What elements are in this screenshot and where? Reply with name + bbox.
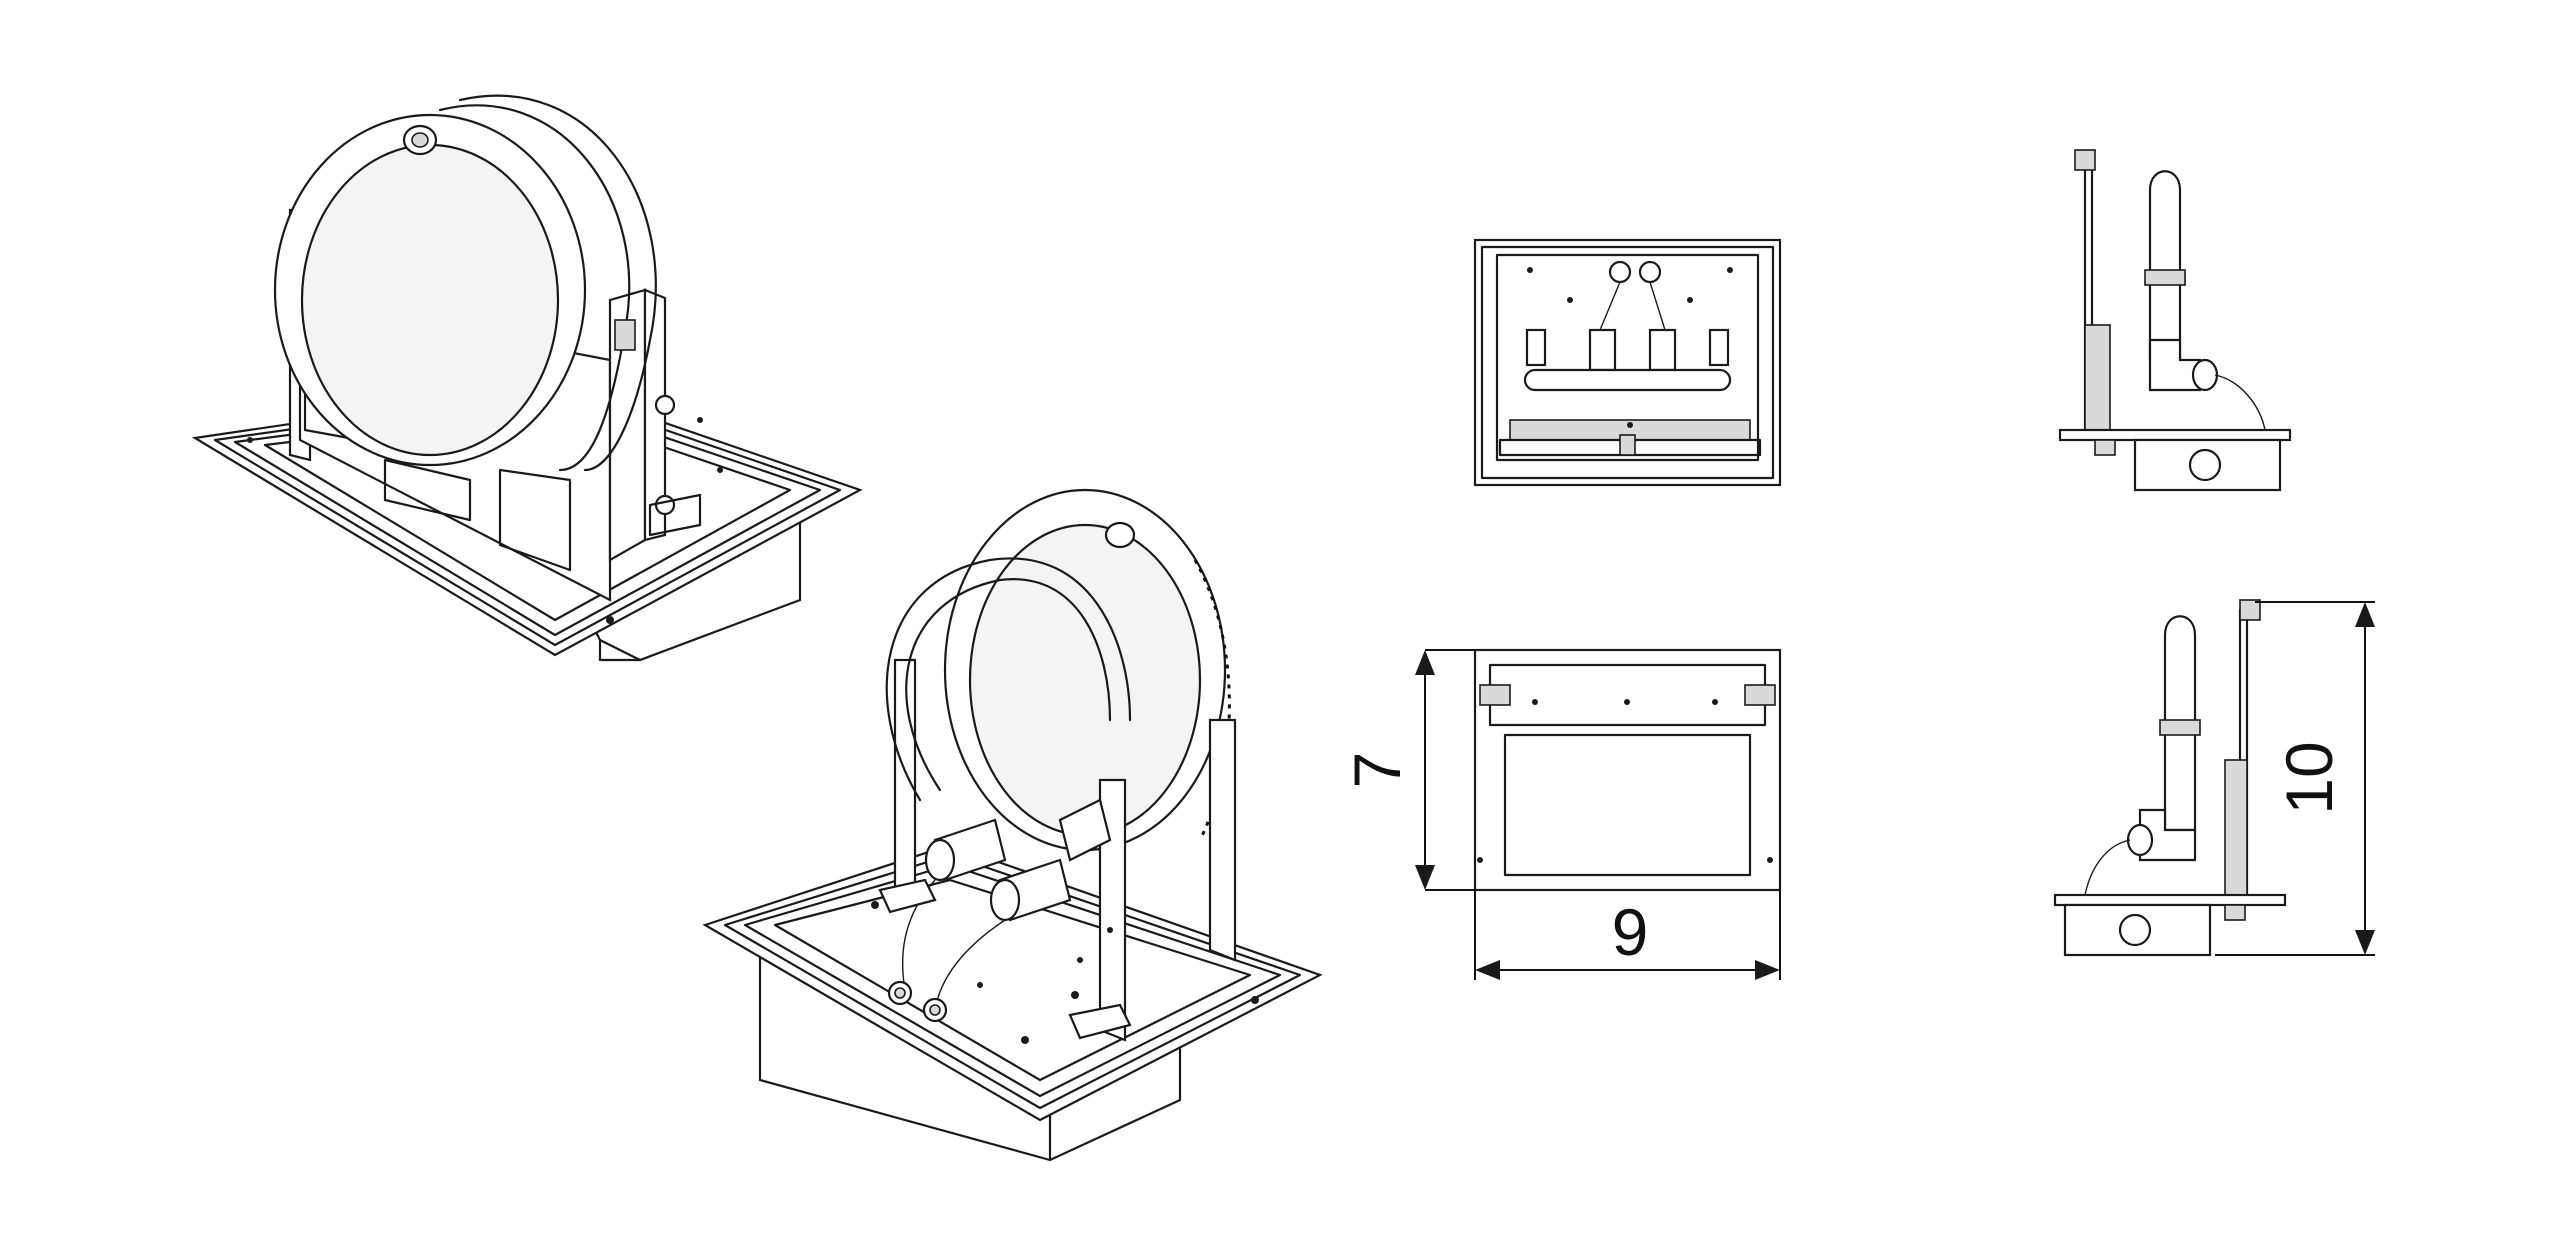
isometric-view-back xyxy=(191,94,863,662)
top-view xyxy=(1473,238,1782,487)
dimension-height-front xyxy=(1415,649,1475,891)
side-view-top xyxy=(2058,149,2292,492)
dimension-width-front xyxy=(1474,890,1781,980)
isometric-view-front xyxy=(702,488,1323,1162)
dimension-label-height-side: 10 xyxy=(2272,741,2346,814)
dimension-label-height-front: 7 xyxy=(1340,752,1414,789)
dimension-label-width-front: 9 xyxy=(1612,895,1649,969)
front-view xyxy=(1473,648,1782,892)
dimension-height-side xyxy=(2215,601,2375,956)
side-view-bottom xyxy=(2053,599,2287,957)
